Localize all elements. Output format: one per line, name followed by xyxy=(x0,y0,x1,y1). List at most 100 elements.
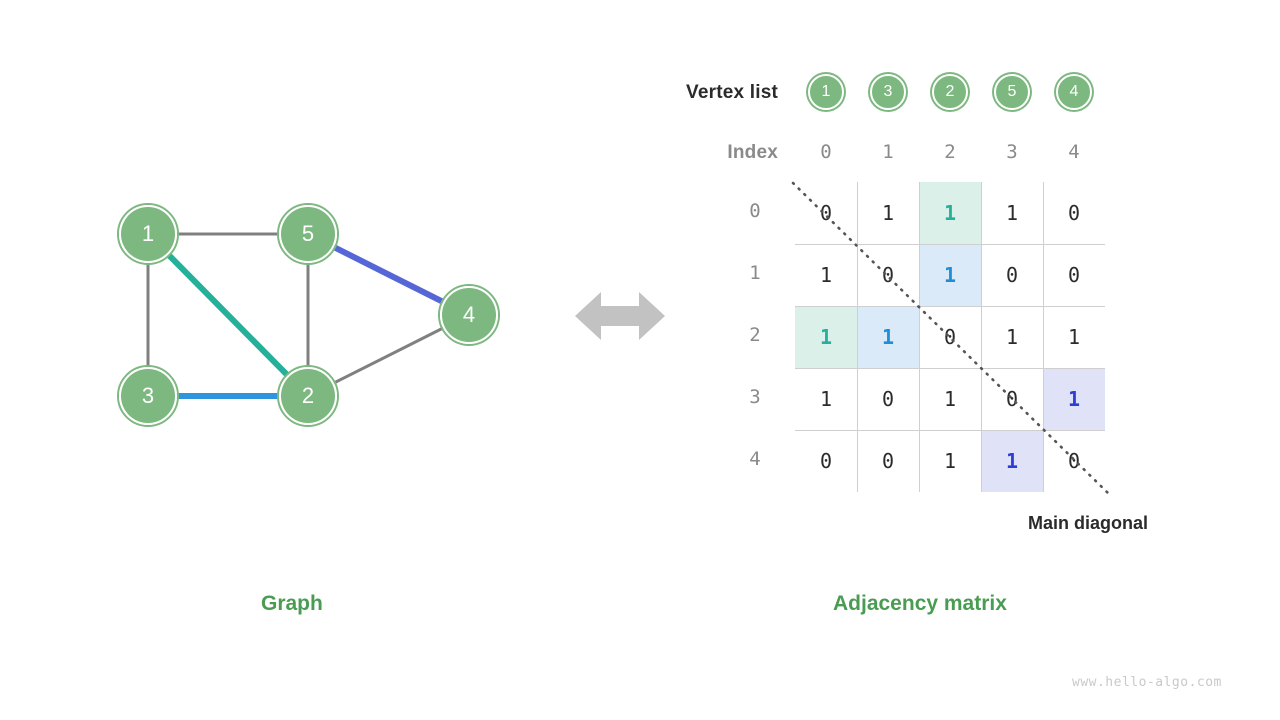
vertex-chip-4[interactable]: 4 xyxy=(1056,74,1092,110)
matrix-cell-value: 1 xyxy=(819,387,833,411)
column-index-2: 2 xyxy=(944,141,956,163)
matrix-cell-4-0: 0 xyxy=(795,430,857,492)
index-label: Index xyxy=(727,142,778,163)
watermark: www.hello-algo.com xyxy=(1072,675,1222,690)
vertex-chip-1[interactable]: 1 xyxy=(808,74,844,110)
vertex-chip-5[interactable]: 5 xyxy=(994,74,1030,110)
matrix-cell-0-1: 1 xyxy=(857,182,919,244)
matrix-cell-value: 1 xyxy=(943,201,957,225)
matrix-cell-value: 1 xyxy=(1005,325,1019,349)
matrix-cell-value: 1 xyxy=(819,263,833,287)
matrix-cell-value: 0 xyxy=(1005,263,1019,287)
matrix-grid: 0 1 1 1 0 1 0 1 0 0 1 1 0 1 1 1 0 1 0 1 0 0 1 1 0 xyxy=(795,182,1105,493)
graph-node-1[interactable] xyxy=(121,207,175,261)
matrix-cell-value: 0 xyxy=(881,449,895,473)
row-index-3: 3 xyxy=(749,386,761,408)
matrix-cell-1-1: 0 xyxy=(857,244,919,306)
row-index-2: 2 xyxy=(749,324,761,346)
matrix-cell-value: 1 xyxy=(1005,201,1019,225)
matrix-cell-value: 0 xyxy=(881,387,895,411)
matrix-cell-2-3: 1 xyxy=(981,306,1043,368)
matrix-cell-4-2: 1 xyxy=(919,430,981,492)
matrix-cell-1-0: 1 xyxy=(795,244,857,306)
graph-node-ring-1 xyxy=(117,203,179,265)
matrix-cell-2-4: 1 xyxy=(1043,306,1105,368)
column-index-4: 4 xyxy=(1068,141,1080,163)
graph-edge-5-4 xyxy=(330,243,447,306)
matrix-cell-value: 0 xyxy=(881,263,895,287)
matrix-cell-value: 0 xyxy=(1005,387,1019,411)
matrix-cell-4-1: 0 xyxy=(857,430,919,492)
row-index-0: 0 xyxy=(749,200,761,222)
matrix-cell-4-4: 0 xyxy=(1043,430,1105,492)
matrix-cell-1-3: 0 xyxy=(981,244,1043,306)
matrix-cell-0-4: 0 xyxy=(1043,182,1105,244)
graph-edge-layer xyxy=(146,232,447,399)
matrix-cell-value: 1 xyxy=(943,387,957,411)
main-diagonal-label: Main diagonal xyxy=(1028,513,1149,533)
matrix-cell-3-1: 0 xyxy=(857,368,919,430)
double-arrow-left-right-icon xyxy=(575,288,665,344)
double-arrow-svg xyxy=(575,292,665,340)
graph-node-2[interactable] xyxy=(281,369,335,423)
matrix-cell-3-3: 0 xyxy=(981,368,1043,430)
matrix-cell-value: 0 xyxy=(819,449,833,473)
grid-line-vertical xyxy=(919,182,920,492)
matrix-cell-value: 1 xyxy=(1067,387,1081,411)
caption-graph: Graph xyxy=(261,592,323,615)
matrix-cell-3-4: 1 xyxy=(1043,368,1105,430)
matrix-cell-value: 1 xyxy=(1005,449,1019,473)
graph-node-ring-2 xyxy=(277,365,339,427)
matrix-cell-value: 0 xyxy=(1067,449,1081,473)
grid-line-vertical xyxy=(1043,182,1044,492)
matrix-cell-0-0: 0 xyxy=(795,182,857,244)
vertex-chip-3[interactable]: 3 xyxy=(870,74,906,110)
row-index-1: 1 xyxy=(749,262,761,284)
grid-line-vertical xyxy=(857,182,858,492)
matrix-cell-value: 0 xyxy=(1067,201,1081,225)
matrix-cell-value: 1 xyxy=(1067,325,1081,349)
column-index-0: 0 xyxy=(820,141,832,163)
row-index-4: 4 xyxy=(749,448,761,470)
caption-adjacency-matrix: Adjacency matrix xyxy=(833,592,1007,615)
matrix-cell-value: 1 xyxy=(881,325,895,349)
graph-edge-1-2 xyxy=(164,251,292,379)
vertex-list-label: Vertex list xyxy=(686,82,778,103)
matrix-cell-4-3: 1 xyxy=(981,430,1043,492)
column-index-3: 3 xyxy=(1006,141,1018,163)
graph-node-ring-4 xyxy=(438,284,500,346)
matrix-cell-1-2: 1 xyxy=(919,244,981,306)
grid-line-horizontal xyxy=(795,368,1105,369)
matrix-cell-value: 0 xyxy=(943,325,957,349)
graph-node-3[interactable] xyxy=(121,369,175,423)
grid-line-vertical xyxy=(981,182,982,492)
matrix-cell-value: 1 xyxy=(943,449,957,473)
graph-diagram xyxy=(117,203,500,427)
graph-node-5[interactable] xyxy=(281,207,335,261)
graph-node-4[interactable] xyxy=(442,288,496,342)
matrix-cell-value: 1 xyxy=(819,325,833,349)
matrix-cell-value: 0 xyxy=(819,201,833,225)
matrix-cell-value: 0 xyxy=(1067,263,1081,287)
matrix-cell-0-3: 1 xyxy=(981,182,1043,244)
graph-edge-2-4 xyxy=(331,325,446,386)
column-index-1: 1 xyxy=(882,141,894,163)
matrix-cell-3-0: 1 xyxy=(795,368,857,430)
graph-node-layer xyxy=(117,203,500,427)
matrix-cell-0-2: 1 xyxy=(919,182,981,244)
matrix-cell-value: 1 xyxy=(943,263,957,287)
matrix-cell-value: 1 xyxy=(881,201,895,225)
vertex-chip-2[interactable]: 2 xyxy=(932,74,968,110)
matrix-cell-2-2: 0 xyxy=(919,306,981,368)
grid-line-horizontal xyxy=(795,244,1105,245)
matrix-cell-2-1: 1 xyxy=(857,306,919,368)
graph-node-ring-5 xyxy=(277,203,339,265)
graph-node-ring-3 xyxy=(117,365,179,427)
matrix-cell-3-2: 1 xyxy=(919,368,981,430)
matrix-cell-1-4: 0 xyxy=(1043,244,1105,306)
grid-line-horizontal xyxy=(795,430,1105,431)
matrix-cell-2-0: 1 xyxy=(795,306,857,368)
